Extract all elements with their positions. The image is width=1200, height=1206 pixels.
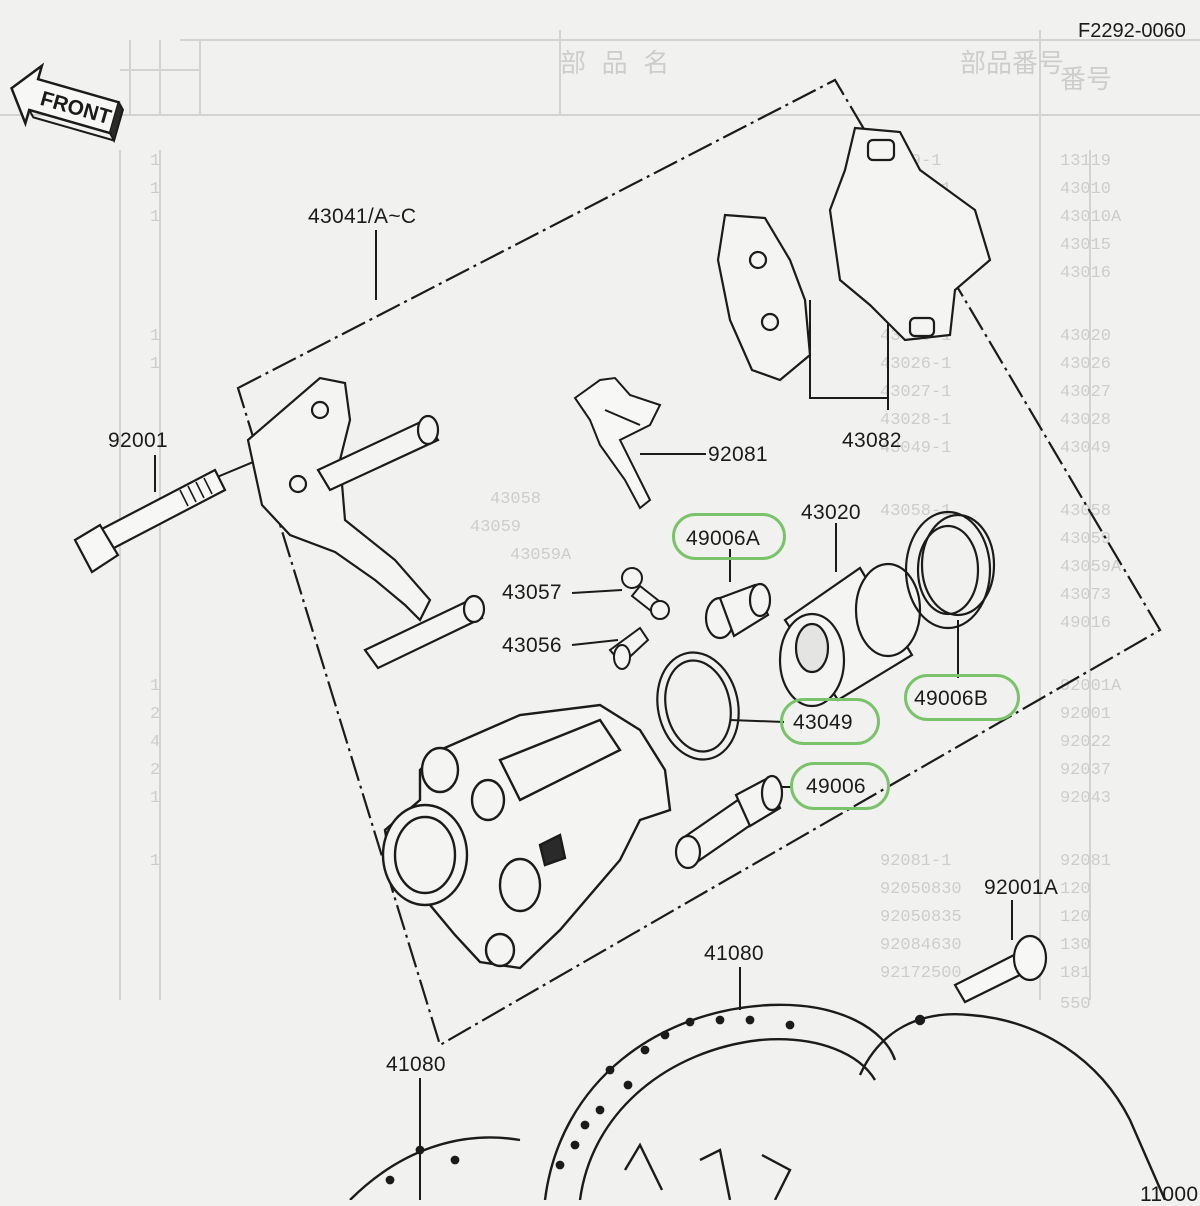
svg-text:130: 130 — [1060, 936, 1091, 955]
svg-text:番号: 番号 — [1060, 65, 1112, 96]
svg-text:43028: 43028 — [1060, 411, 1111, 430]
svg-text:92037: 92037 — [1060, 761, 1111, 780]
svg-text:92001A: 92001A — [1060, 677, 1122, 696]
svg-text:43015: 43015 — [1060, 236, 1111, 255]
piston — [778, 562, 922, 708]
svg-text:1: 1 — [150, 852, 160, 871]
boot-a — [704, 582, 772, 640]
highlight-boot — [790, 762, 890, 810]
svg-text:1: 1 — [150, 677, 160, 696]
assembly-outline-frame — [236, 78, 1162, 1047]
label-disc: 41080 — [704, 942, 764, 965]
label-bleed-valve: 43056 — [502, 634, 562, 657]
svg-text:92022: 92022 — [1060, 733, 1111, 752]
highlight-seal — [780, 698, 880, 745]
svg-text:120: 120 — [1060, 880, 1091, 899]
svg-text:1: 1 — [150, 180, 160, 199]
svg-text:2: 2 — [150, 705, 160, 724]
svg-text:92001: 92001 — [1060, 705, 1111, 724]
slide-pin-boot — [674, 774, 784, 870]
svg-text:43059A: 43059A — [510, 546, 572, 565]
caliper-bracket — [246, 376, 486, 670]
mounting-bolt — [73, 468, 227, 574]
caliper-body — [381, 703, 672, 970]
label-edge: 11000 — [1140, 1183, 1199, 1206]
svg-text:49016: 49016 — [1060, 614, 1111, 633]
svg-text:1: 1 — [150, 208, 160, 227]
svg-text:92081: 92081 — [1060, 852, 1111, 871]
svg-text:92043: 92043 — [1060, 789, 1111, 808]
highlight-boot-a — [672, 513, 786, 560]
svg-text:1: 1 — [150, 355, 160, 374]
svg-text:92084630: 92084630 — [880, 936, 962, 955]
svg-text:92050830: 92050830 — [880, 880, 962, 899]
label-pad-spring: 92081 — [708, 443, 768, 466]
svg-text:1: 1 — [150, 152, 160, 171]
label-disc-left: 41080 — [386, 1053, 446, 1076]
svg-text:92081-1: 92081-1 — [880, 852, 951, 871]
svg-text:4: 4 — [150, 733, 160, 752]
piston-seal — [656, 651, 740, 761]
svg-text:43026: 43026 — [1060, 355, 1111, 374]
svg-text:1: 1 — [150, 327, 160, 346]
boot-b — [904, 510, 996, 630]
svg-text:43059A: 43059A — [1060, 558, 1122, 577]
label-disc-bolt: 92001A — [984, 876, 1059, 899]
svg-text:43073: 43073 — [1060, 586, 1111, 605]
svg-text:1: 1 — [150, 789, 160, 808]
svg-text:43027: 43027 — [1060, 383, 1111, 402]
background-parts-table — [0, 30, 1200, 1000]
label-bleed-cap: 43057 — [502, 581, 562, 604]
svg-text:181: 181 — [1060, 964, 1091, 983]
svg-text:43010A: 43010A — [1060, 208, 1122, 227]
label-assembly: 43041/A~C — [308, 205, 417, 228]
svg-text:43058: 43058 — [1060, 502, 1111, 521]
svg-text:43049-1: 43049-1 — [880, 439, 951, 458]
svg-text:92050835: 92050835 — [880, 908, 962, 927]
bleed-parts — [608, 567, 670, 670]
front-arrow-icon: FRONT — [10, 62, 124, 144]
svg-text:120: 120 — [1060, 908, 1091, 927]
svg-text:43059: 43059 — [470, 518, 521, 537]
svg-text:2: 2 — [150, 761, 160, 780]
svg-text:43026-1: 43026-1 — [880, 355, 951, 374]
svg-text:92172500: 92172500 — [880, 964, 962, 983]
svg-text:43028-1: 43028-1 — [880, 411, 951, 430]
svg-text:43027-1: 43027-1 — [880, 383, 951, 402]
brake-disc — [349, 1003, 1167, 1200]
svg-text:43058: 43058 — [490, 490, 541, 509]
svg-text:43059: 43059 — [1060, 530, 1111, 549]
svg-text:部品番号: 部品番号 — [960, 49, 1064, 80]
svg-text:43058-1: 43058-1 — [880, 502, 951, 521]
svg-text:43049: 43049 — [1060, 439, 1111, 458]
label-bolt: 92001 — [108, 429, 168, 452]
pad-spring — [573, 376, 662, 510]
brake-pads — [716, 126, 992, 382]
svg-text:43010: 43010 — [1060, 180, 1111, 199]
label-piston: 43020 — [801, 501, 861, 524]
svg-text:13119: 13119 — [1060, 152, 1111, 171]
label-pad-set: 43082 — [842, 429, 902, 452]
highlight-boot-b — [904, 674, 1020, 721]
svg-text:部 品 名: 部 品 名 — [560, 49, 669, 80]
svg-text:550: 550 — [1060, 995, 1091, 1014]
svg-text:43020: 43020 — [1060, 327, 1111, 346]
disc-bolt — [953, 934, 1048, 1004]
svg-text:43016: 43016 — [1060, 264, 1111, 283]
label-boot: 49006 — [806, 775, 866, 798]
figure-code: F2292-0060 — [1078, 20, 1186, 42]
label-boot-a: 49006A — [686, 527, 761, 550]
